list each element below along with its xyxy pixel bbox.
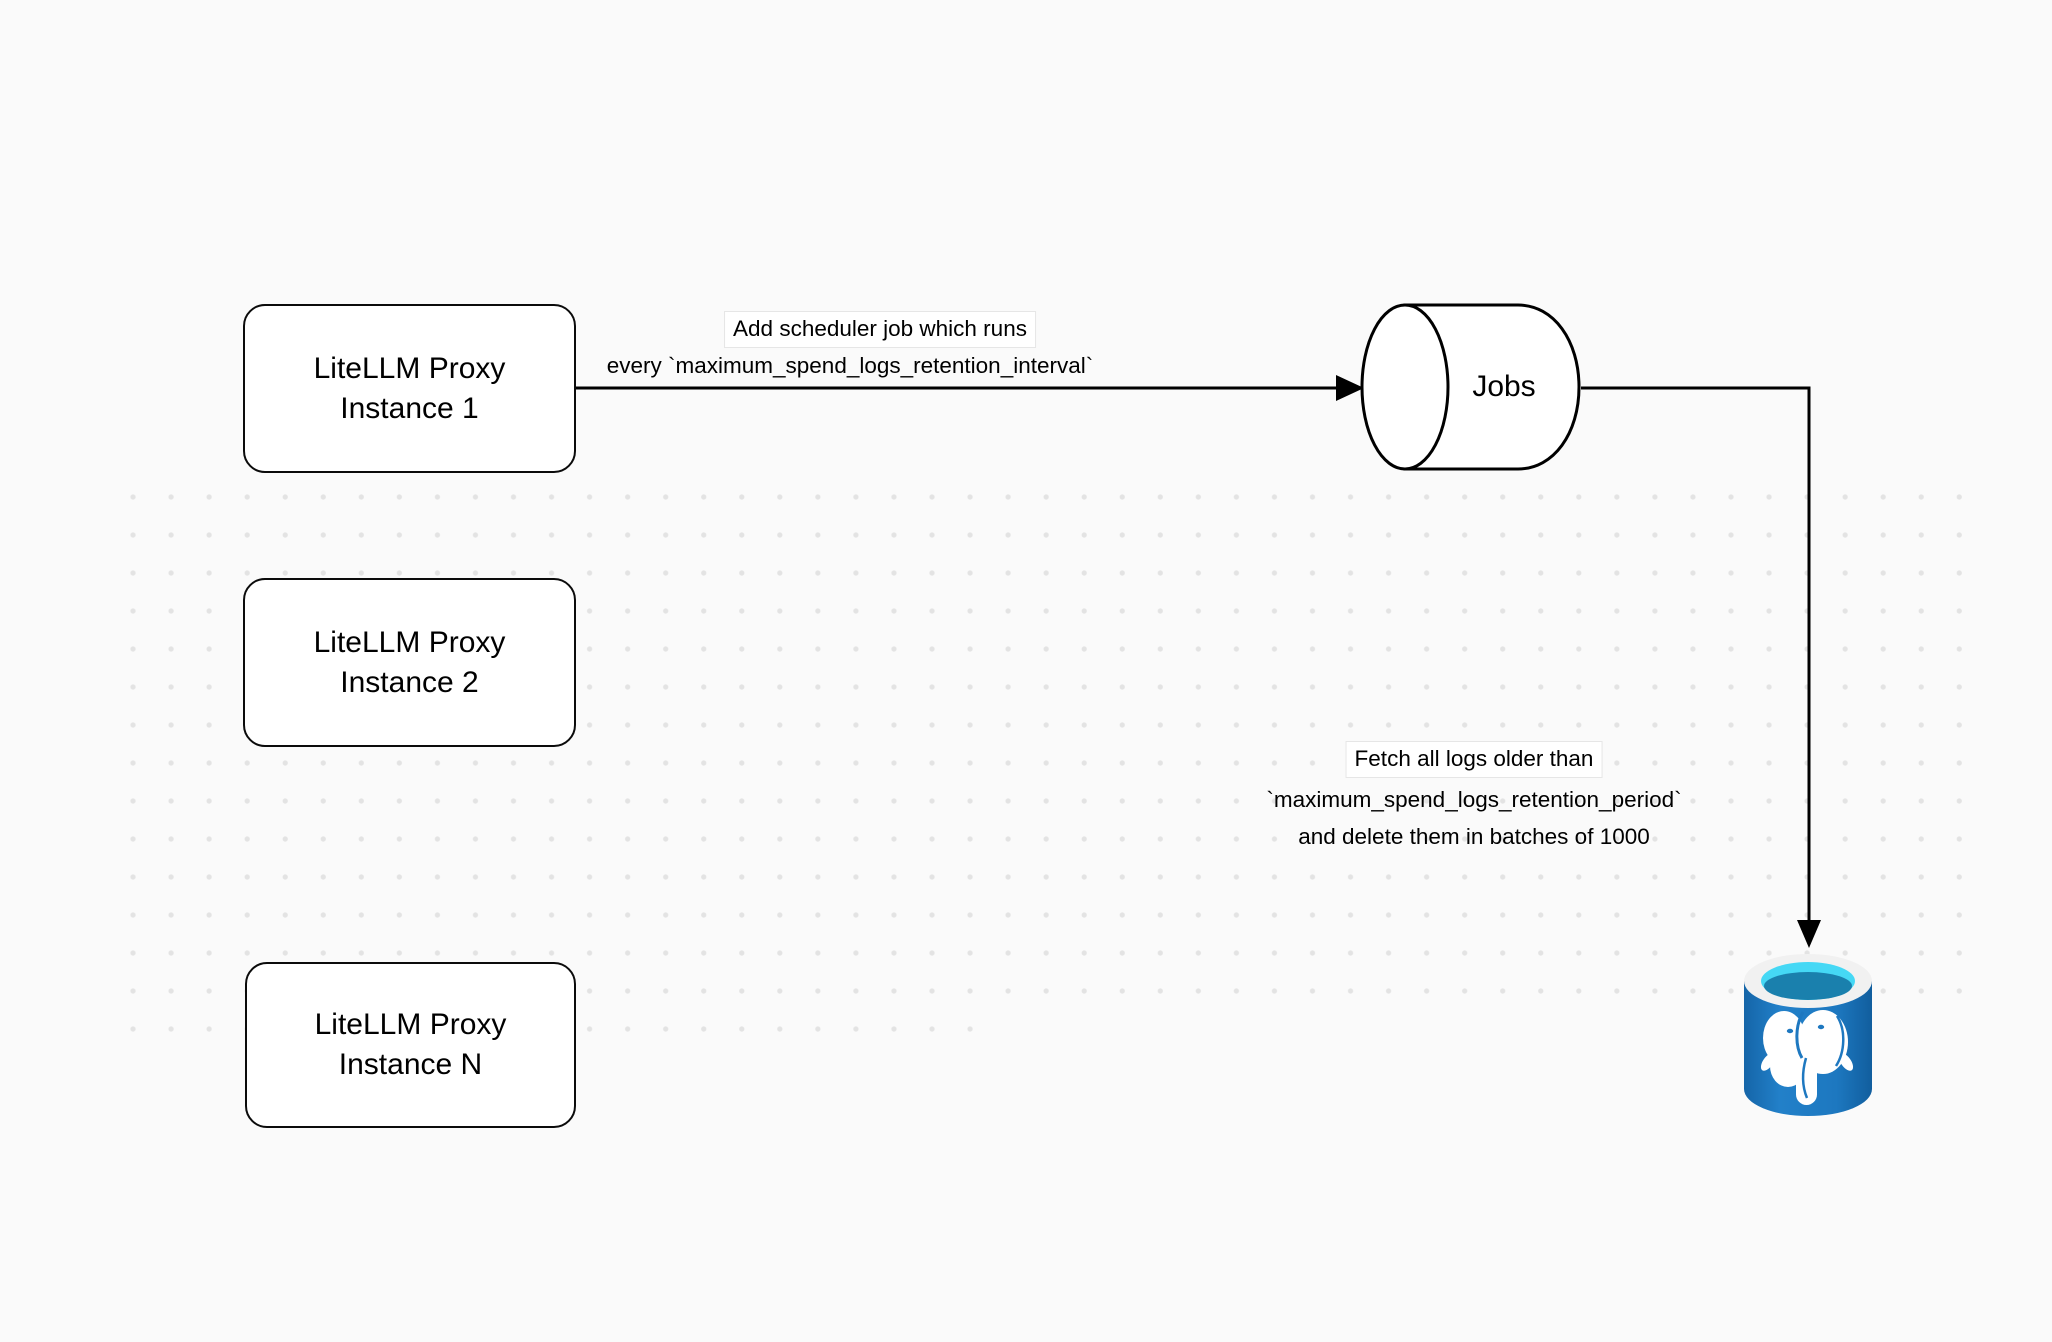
edge-label-scheduler-line1: Add scheduler job which runs	[724, 311, 1036, 348]
node-label-line: Instance N	[338, 1048, 483, 1081]
edge-label-fetch-line1: Fetch all logs older than	[1345, 741, 1603, 778]
node-litellm-proxy-instance-n: LiteLLM Proxy Instance N	[245, 962, 576, 1128]
edge-fetch-delete-arrow	[1581, 386, 1821, 948]
edge-label-scheduler-line2: every `maximum_spend_logs_retention_inte…	[606, 353, 1094, 378]
edge-scheduler-arrow	[573, 375, 1364, 401]
node-label-line: LiteLLM Proxy	[313, 625, 506, 659]
postgresql-database-icon	[1744, 954, 1872, 1116]
node-label-line: Instance 2	[340, 665, 479, 699]
node-litellm-proxy-instance-1: LiteLLM Proxy Instance 1	[243, 304, 576, 473]
node-litellm-proxy-instance-2: LiteLLM Proxy Instance 2	[243, 578, 576, 747]
edge-label-fetch-line3: and delete them in batches of 1000	[1298, 824, 1650, 849]
node-jobs-queue-shape	[1360, 303, 1581, 471]
postgres-elephant-icon	[1760, 1010, 1854, 1105]
arrowhead-down-icon	[1797, 920, 1821, 948]
node-label-line: Instance 1	[340, 391, 479, 425]
edge-label-fetch-line2: `maximum_spend_logs_retention_period`	[1266, 787, 1682, 812]
arrowhead-right-icon	[1336, 375, 1364, 401]
node-label-line: LiteLLM Proxy	[314, 1008, 507, 1041]
jobs-queue-label: Jobs	[1472, 370, 1536, 403]
node-label-line: LiteLLM Proxy	[313, 351, 506, 385]
